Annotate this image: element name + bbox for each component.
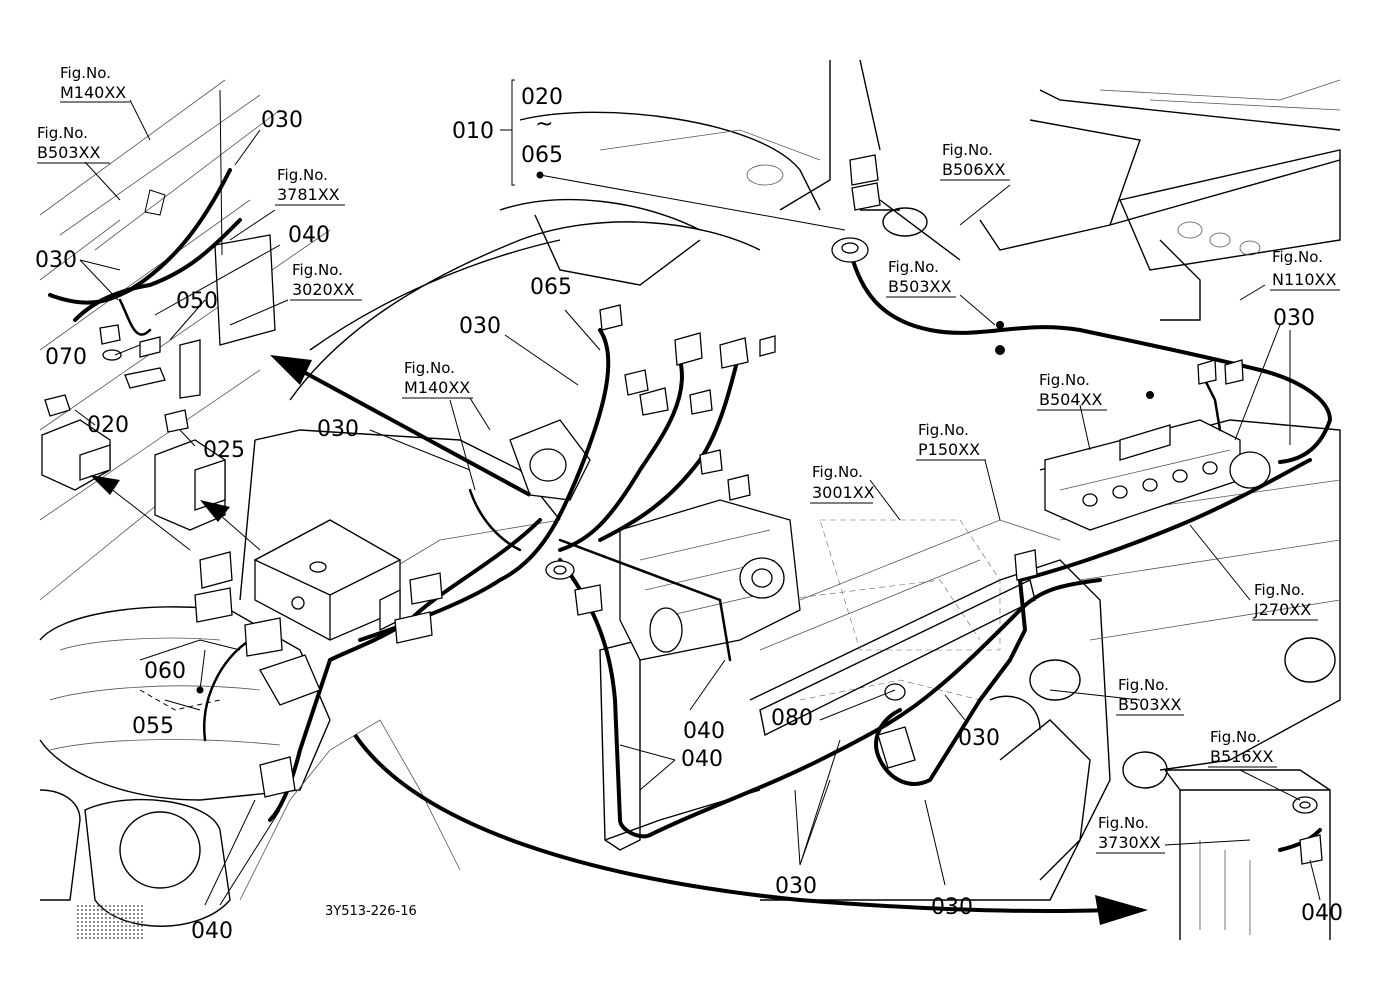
- part-label: 050: [176, 289, 218, 314]
- svg-text:Fig.No.: Fig.No.: [404, 359, 455, 377]
- drawing-number: 3Y513-226-16: [325, 904, 417, 919]
- fig-ref: Fig.No. M140XX: [60, 64, 126, 102]
- svg-text:Fig.No.: Fig.No.: [888, 258, 939, 276]
- part-label: 040: [683, 719, 725, 744]
- svg-text:Fig.No.: Fig.No.: [277, 166, 328, 184]
- fig-ref: Fig.No. B504XX: [1039, 371, 1102, 409]
- svg-text:3781XX: 3781XX: [277, 185, 340, 204]
- part-label: 070: [45, 345, 87, 370]
- harness-connectors: [194, 154, 1323, 865]
- part-label: 065: [530, 275, 572, 300]
- range-start-number: 020: [521, 85, 563, 110]
- part-label: 030: [1273, 306, 1315, 331]
- svg-text:Fig.No.: Fig.No.: [1272, 248, 1323, 266]
- fig-ref: Fig.No. 3781XX: [277, 166, 340, 204]
- range-separator: ~: [535, 112, 553, 137]
- svg-text:Fig.No.: Fig.No.: [292, 261, 343, 279]
- part-label: 055: [132, 714, 174, 739]
- part-label: 030: [459, 314, 501, 339]
- part-label: 030: [958, 726, 1000, 751]
- part-label: 040: [681, 747, 723, 772]
- part-label: 060: [144, 659, 186, 684]
- svg-text:B506XX: B506XX: [942, 160, 1005, 179]
- part-number-labels: 030 030 040 050 070 020 025 030 065 030 …: [35, 108, 1343, 944]
- fig-ref: Fig.No. B503XX: [37, 124, 100, 162]
- fig-ref: Fig.No. N110XX: [1272, 248, 1336, 289]
- part-label: 030: [35, 248, 77, 273]
- svg-text:B503XX: B503XX: [37, 143, 100, 162]
- fig-ref: Fig.No. B503XX: [888, 258, 951, 296]
- part-label: 030: [317, 417, 359, 442]
- svg-text:3730XX: 3730XX: [1098, 833, 1161, 852]
- svg-text:Fig.No.: Fig.No.: [1254, 581, 1305, 599]
- fig-ref: Fig.No. P150XX: [918, 421, 980, 459]
- part-label: 040: [1301, 901, 1343, 926]
- svg-text:Fig.No.: Fig.No.: [1039, 371, 1090, 389]
- part-label: 025: [203, 438, 245, 463]
- svg-text:B504XX: B504XX: [1039, 390, 1102, 409]
- svg-text:P150XX: P150XX: [918, 440, 980, 459]
- svg-text:3001XX: 3001XX: [812, 483, 875, 502]
- svg-text:B503XX: B503XX: [888, 277, 951, 296]
- svg-text:J270XX: J270XX: [1253, 600, 1311, 619]
- svg-text:N110XX: N110XX: [1272, 270, 1336, 289]
- fig-ref: Fig.No. B506XX: [942, 141, 1005, 179]
- svg-text:Fig.No.: Fig.No.: [1118, 676, 1169, 694]
- fig-ref: Fig.No. 3730XX: [1098, 814, 1161, 852]
- part-label: 030: [261, 108, 303, 133]
- svg-text:3020XX: 3020XX: [292, 280, 355, 299]
- fig-ref: Fig.No. 3001XX: [812, 463, 875, 502]
- svg-text:M140XX: M140XX: [60, 83, 126, 102]
- fig-ref: Fig.No. B503XX: [1118, 676, 1181, 714]
- figure-references: Fig.No. M140XX Fig.No. B503XX Fig.No. 37…: [37, 64, 1336, 852]
- leader-lines: [37, 79, 1340, 940]
- part-label: 040: [288, 223, 330, 248]
- svg-text:Fig.No.: Fig.No.: [37, 124, 88, 142]
- fig-ref: Fig.No. J270XX: [1253, 581, 1311, 619]
- fig-ref: Fig.No. M140XX: [404, 359, 470, 397]
- svg-text:B516XX: B516XX: [1210, 747, 1273, 766]
- part-label: 080: [771, 706, 813, 731]
- injection-pump: [509, 419, 801, 661]
- part-label: 040: [191, 919, 233, 944]
- svg-text:Fig.No.: Fig.No.: [812, 463, 863, 481]
- direction-arrows: [90, 355, 1148, 925]
- part-label: 030: [931, 895, 973, 920]
- svg-text:Fig.No.: Fig.No.: [918, 421, 969, 439]
- assembly-group: 010 020 ~ 065: [452, 85, 563, 168]
- svg-text:Fig.No.: Fig.No.: [1098, 814, 1149, 832]
- valve-block: [1044, 419, 1271, 531]
- svg-text:Fig.No.: Fig.No.: [1210, 728, 1261, 746]
- part-label: 020: [87, 413, 129, 438]
- fig-ref: Fig.No. B516XX: [1210, 728, 1273, 766]
- part-label: 030: [775, 874, 817, 899]
- range-end-number: 065: [521, 143, 563, 168]
- svg-text:B503XX: B503XX: [1118, 695, 1181, 714]
- fig-ref: Fig.No. 3020XX: [292, 261, 355, 299]
- svg-text:Fig.No.: Fig.No.: [942, 141, 993, 159]
- svg-text:M140XX: M140XX: [404, 378, 470, 397]
- svg-text:Fig.No.: Fig.No.: [60, 64, 111, 82]
- assembly-parent-number: 010: [452, 119, 494, 144]
